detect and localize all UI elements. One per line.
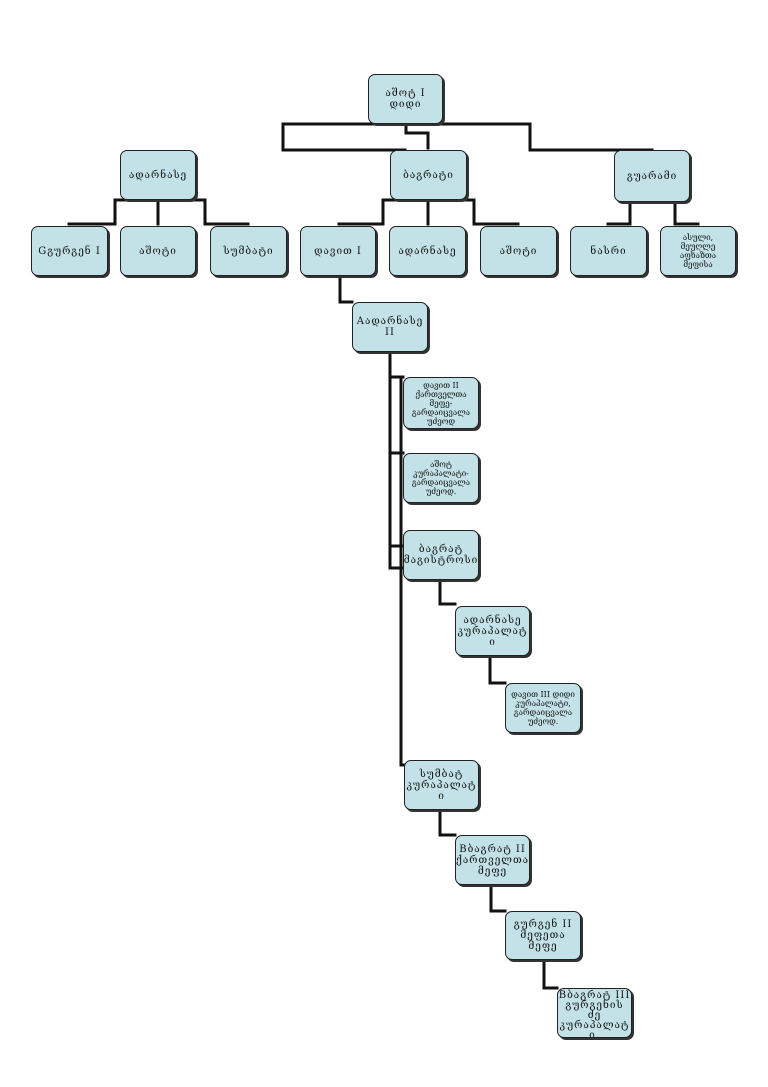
node-label-line: კურაპალატ (559, 1020, 630, 1031)
node-label-line: Aადარნასე (356, 316, 424, 327)
node-label-line: ი (489, 636, 496, 648)
node-label-line: ნასრი (590, 245, 627, 257)
node-label-line: ასული, (682, 233, 714, 242)
connector-bagrat-m (438, 578, 457, 606)
node-label-line: გუარამი (626, 170, 678, 182)
node-davit1: დავით I (300, 226, 376, 276)
node-label-line: კურაპალატ (457, 625, 528, 637)
connector-adarnase2 (388, 350, 405, 570)
node-label-line: Gგურგენ I (38, 245, 101, 257)
node-label-line: სუმბატ (419, 768, 464, 780)
connector-ashot1 (281, 122, 654, 152)
node-bagrat-a: ბაგრატი (390, 150, 467, 200)
node-label-line: მეუღლე (680, 242, 716, 251)
node-label-line: კურაპალატი- (413, 469, 469, 478)
node-label-line: უძეოდ (426, 416, 456, 426)
connector-sumbat-k (438, 808, 457, 837)
connector-adarnase-a (67, 198, 250, 226)
connector-davit1 (338, 274, 354, 304)
node-label-line: მეფე (528, 941, 558, 952)
node-label-line: ძე (587, 1010, 602, 1021)
node-label-line: უძეოდ. (527, 717, 559, 726)
node-label-line: ი (438, 790, 445, 802)
node-label-line: დავით II (423, 380, 459, 390)
node-label-line: გურგენ II (513, 919, 573, 930)
node-label-line: გარდაიცვალა (513, 708, 573, 717)
node-label-line: Bბაგრატ III (558, 990, 631, 1001)
connector-gurgen2 (542, 958, 559, 990)
node-label-line: მეფეთა (520, 930, 566, 941)
node-label-line: აშოტ I (385, 88, 426, 99)
node-ashoti-b: აშოტი (480, 226, 557, 276)
node-label-line: II (385, 327, 395, 338)
node-adarnase-b: ადარნასე (389, 226, 466, 276)
node-label-line: დიდი (389, 99, 422, 110)
node-label-line: ადარნასე (128, 169, 188, 181)
node-label-line: დავით I (314, 245, 362, 257)
node-label-line: მეფე- (429, 398, 453, 408)
node-nasri: ნასრი (570, 226, 647, 276)
connector-bagrat-a (337, 198, 520, 226)
node-adarnase-a: ადარნასე (120, 150, 196, 200)
node-label-line: გარდაიცვალა (411, 407, 471, 417)
node-label-line: ქართველთა (415, 389, 467, 399)
node-label-line: ადარნასე (463, 614, 522, 626)
node-label-line: ბაგრატი (403, 169, 454, 181)
node-label-line: დავით III დიდი (511, 690, 575, 699)
node-label-line: ადარნასე (398, 245, 457, 257)
node-label-line: აშოტ (430, 460, 452, 469)
connector-adarnase-k (488, 654, 507, 685)
node-label-line: მაგისტროსი (403, 555, 479, 566)
node-label-line: აფხაზთა (679, 251, 717, 260)
node-label-line: ქართველთა (456, 854, 529, 866)
node-label-line: Bბაგრატ II (459, 843, 526, 855)
node-label-line: მეფისა (683, 260, 713, 269)
node-label-line: ბაგრატ (418, 544, 464, 555)
node-label-line: მეფე (477, 865, 508, 877)
node-guarami: გუარამი (614, 150, 690, 202)
connector-guarami (606, 200, 700, 226)
node-label-line: კურაპალატი, (515, 699, 571, 708)
node-label-line: უძეოდ. (425, 487, 457, 496)
node-label-line: აშოტი (139, 245, 177, 257)
node-label-line: გარდაიცვალა (411, 478, 471, 487)
node-sumbati: სუმბატი (210, 226, 287, 276)
node-label-line: ი. (589, 1030, 600, 1038)
connector-bagrat2 (489, 883, 507, 913)
connector-trunk (399, 375, 406, 767)
node-label-line: აშოტი (499, 245, 538, 257)
node-gurgen1: Gგურგენ I (31, 226, 108, 276)
node-ashoti-a: აშოტი (120, 226, 196, 276)
node-label-line: გურგენის (565, 1000, 624, 1011)
node-label-line: სუმბატი (223, 245, 274, 257)
node-label-line: კურაპალატ (406, 779, 477, 791)
